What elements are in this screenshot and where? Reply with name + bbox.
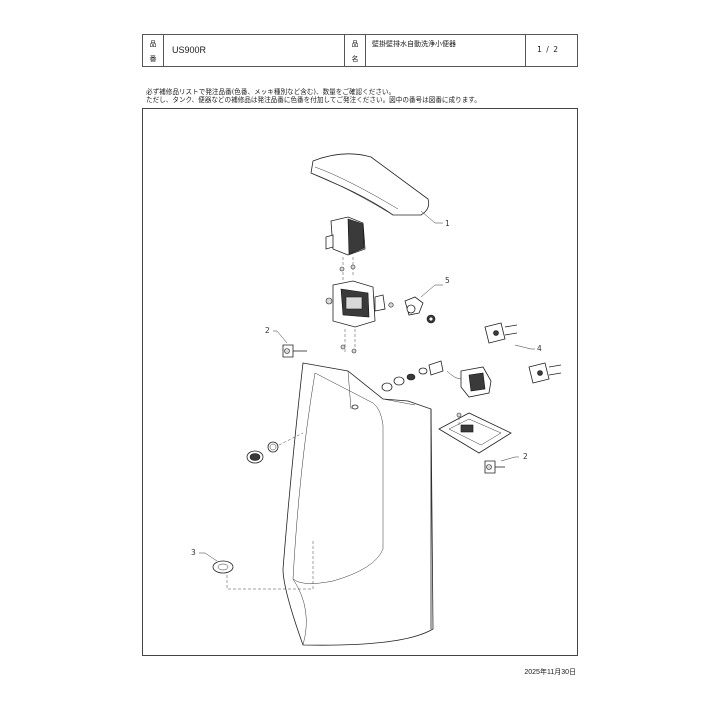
wall-plate-part bbox=[438, 412, 512, 454]
wall-bracket-upper-part bbox=[484, 322, 518, 344]
product-code-label-cell: 品 番 bbox=[143, 35, 164, 66]
drain-fitting-part bbox=[246, 441, 279, 464]
product-code-label-top: 品 bbox=[149, 40, 157, 48]
fitting-set-part bbox=[388, 296, 436, 324]
dash-line bbox=[226, 539, 314, 590]
callout-leader-2b bbox=[500, 456, 519, 462]
page-number-cell: 1 / 2 bbox=[526, 35, 577, 66]
callout-4: 4 bbox=[537, 344, 542, 353]
product-code: US900R bbox=[172, 45, 207, 55]
header-table: 品 番 US900R 品 名 壁掛壁排水自動洗浄小便器 1 / 2 bbox=[142, 34, 578, 67]
callout-leader-3 bbox=[199, 552, 218, 562]
callout-leader-5 bbox=[420, 284, 443, 298]
product-code-cell: US900R bbox=[164, 35, 345, 66]
print-date: 2025年11月30日 bbox=[524, 669, 576, 676]
drain-strainer-part bbox=[212, 560, 234, 574]
product-code-label-bottom: 番 bbox=[149, 55, 157, 63]
callout-leader-1 bbox=[420, 210, 443, 224]
dash-line bbox=[278, 432, 304, 446]
callout-leader-4 bbox=[514, 344, 535, 350]
product-name-label-top: 品 bbox=[351, 40, 359, 48]
product-name-label-bottom: 名 bbox=[351, 55, 359, 63]
urinal-body-part bbox=[282, 362, 434, 646]
wall-bracket-lower-part bbox=[528, 362, 562, 384]
callout-1: 1 bbox=[445, 219, 450, 228]
callout-2-right: 2 bbox=[523, 452, 528, 461]
top-cover-part bbox=[310, 153, 430, 216]
control-unit-part bbox=[325, 280, 386, 328]
control-cover-part bbox=[325, 216, 366, 256]
screw-part bbox=[340, 344, 346, 350]
product-name-label-cell: 品 名 bbox=[345, 35, 366, 66]
screw-part bbox=[339, 266, 345, 272]
page-number: 1 / 2 bbox=[537, 45, 559, 54]
ordering-note-line-1: 必ず補修品リストで発注品番(色番、メッキ種別など含む)、数量をご確認ください。 bbox=[146, 88, 396, 96]
exploded-parts-diagram: 1 5 bbox=[191, 153, 562, 646]
screw-part bbox=[350, 264, 356, 270]
mounting-bracket-right-part bbox=[484, 460, 505, 474]
valve-assembly-part bbox=[446, 366, 492, 398]
callout-5: 5 bbox=[445, 276, 450, 285]
product-name: 壁掛壁排水自動洗浄小便器 bbox=[372, 40, 456, 48]
mounting-bracket-left-part bbox=[282, 344, 307, 358]
parts-diagram-frame: 1 5 bbox=[142, 108, 578, 656]
callout-3: 3 bbox=[191, 548, 196, 557]
inlet-fitting-part bbox=[381, 360, 444, 392]
product-name-cell: 壁掛壁排水自動洗浄小便器 bbox=[366, 35, 526, 66]
screw-part bbox=[351, 348, 357, 354]
callout-leader-2a bbox=[273, 330, 288, 344]
callout-2-left: 2 bbox=[265, 326, 270, 335]
ordering-note-line-2: ただし、タンク、便器などの補修品は発注品番に色番を付加してご発注ください。図中の… bbox=[146, 96, 481, 104]
